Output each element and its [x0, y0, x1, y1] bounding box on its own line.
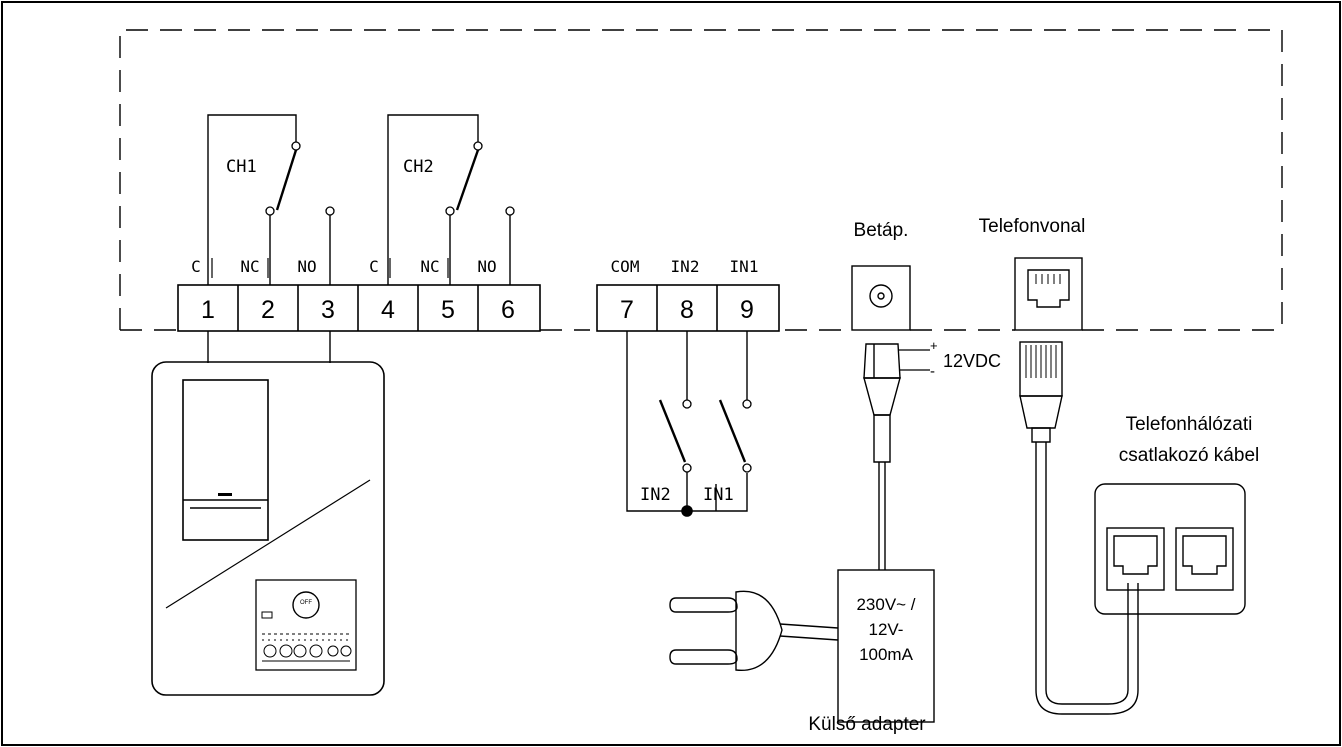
adapter-line3: 100mA	[859, 645, 914, 664]
polarity-minus: -	[930, 363, 935, 380]
adapter-caption: Külső adapter	[808, 714, 926, 735]
boiler-wires	[207, 331, 331, 363]
relay-terminal-block	[177, 284, 541, 332]
terminal-5-number: 5	[441, 296, 455, 324]
relay-ch1	[207, 114, 331, 285]
polarity-marks	[898, 349, 930, 371]
thermostat-knob-label: OFF	[300, 600, 312, 606]
phone-cable-label-line2: csatlakozó kábel	[1119, 445, 1259, 466]
terminal-1-number: 1	[201, 296, 215, 324]
phone-line-label: Telefonvonal	[979, 216, 1086, 237]
phone-cable-icon	[1019, 341, 1139, 715]
terminal-4-header: C	[369, 257, 379, 276]
relay-ch2-label: CH2	[403, 157, 434, 177]
terminal-5-header: NC	[420, 257, 439, 276]
phone-jack-icon	[1014, 257, 1083, 331]
mains-plug-icon	[669, 590, 839, 671]
terminal-3-header: NO	[297, 257, 316, 276]
terminal-8-number: 8	[680, 296, 694, 324]
power-jack-icon	[851, 265, 911, 331]
terminal-2-header: NC	[240, 257, 259, 276]
polarity-plus: +	[930, 338, 938, 353]
device-enclosure	[119, 29, 1283, 331]
wall-socket-icon	[1094, 483, 1246, 615]
terminal-3-number: 3	[321, 296, 335, 324]
terminal-2-number: 2	[261, 296, 275, 324]
terminal-7-number: 7	[620, 296, 634, 324]
input-in1-label: IN1	[703, 485, 734, 505]
input-terminal-block	[596, 284, 780, 332]
terminal-8-header: IN2	[671, 257, 700, 276]
adapter-line2: 12V-	[869, 620, 904, 639]
header-separators	[211, 258, 449, 278]
relay-ch1-label: CH1	[226, 157, 257, 177]
terminal-9-number: 9	[740, 296, 754, 324]
relay-ch2	[387, 114, 511, 285]
input-switches	[626, 331, 748, 512]
adapter-line1: 230V~ /	[856, 595, 915, 614]
common-junction-dot	[681, 505, 693, 517]
voltage-label: 12VDC	[943, 351, 1001, 371]
power-label: Betáp.	[854, 220, 909, 241]
boiler-icon: OFF	[151, 361, 385, 696]
terminal-9-header: IN1	[730, 257, 759, 276]
power-adapter-icon	[837, 569, 935, 723]
input-in2-label: IN2	[640, 485, 671, 505]
terminal-6-number: 6	[501, 296, 515, 324]
terminal-6-header: NO	[477, 257, 496, 276]
terminal-1-header: C	[191, 257, 201, 276]
terminal-4-number: 4	[381, 296, 395, 324]
dc-plug-icon	[863, 343, 901, 570]
phone-cable-label-line1: Telefonhálózati	[1126, 414, 1253, 435]
terminal-7-header: COM	[611, 257, 640, 276]
